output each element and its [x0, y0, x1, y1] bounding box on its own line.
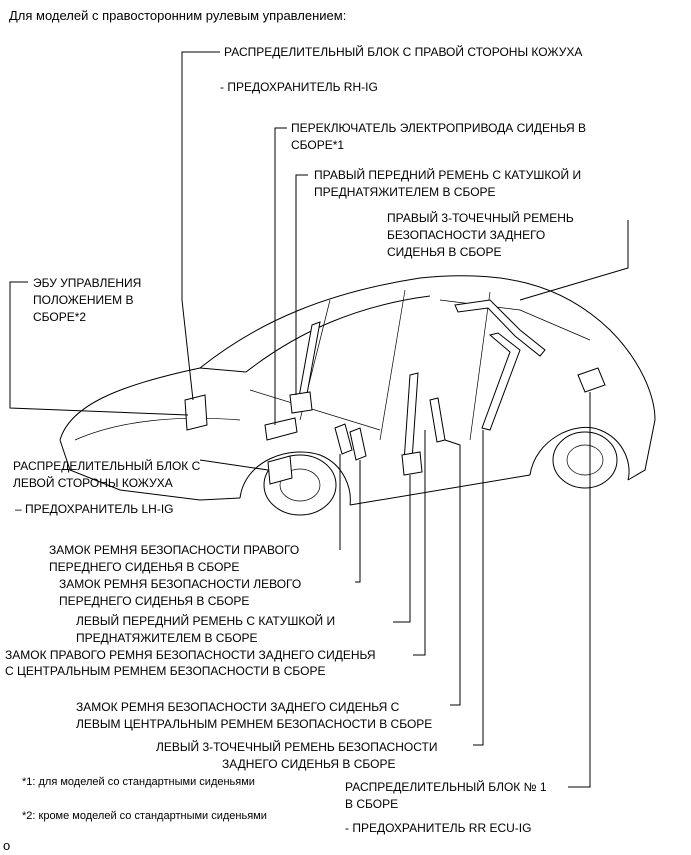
label-junction-lh-2: ЛЕВОЙ СТОРОНЫ КОЖУХА: [13, 476, 173, 490]
label-rear-buckle-lc-1: ЗАМОК РЕМНЯ БЕЗОПАСНОСТИ ЗАДНЕГО СИДЕНЬЯ…: [76, 700, 400, 714]
label-rr3-belt-3: СИДЕНЬЯ В СБОРЕ: [387, 245, 502, 259]
label-lr3-belt-1: ЛЕВЫЙ 3-ТОЧЕЧНЫЙ РЕМЕНЬ БЕЗОПАСНОСТИ: [156, 740, 438, 754]
junction-lh-part: [267, 455, 293, 485]
label-fuse-rh: - ПРЕДОХРАНИТЕЛЬ RH-IG: [220, 80, 378, 94]
label-seat-switch-2: СБОРЕ*1: [291, 138, 345, 152]
lr3-belt-part: [481, 332, 521, 431]
label-junction1-1: РАСПРЕДЕЛИТЕЛЬНЫЙ БЛОК № 1: [345, 780, 547, 794]
label-ecu-3: СБОРЕ*2: [33, 310, 87, 324]
footnote-2: *2: кроме моделей со стандартными сидень…: [22, 810, 267, 822]
ecu-part: [184, 394, 208, 431]
parts: [184, 299, 606, 485]
label-fuse-lh: – ПРЕДОХРАНИТЕЛЬ LH-IG: [15, 502, 174, 516]
rr3-belt-part: [454, 299, 546, 357]
footnote-1: *1: для моделей со стандартными сиденьям…: [22, 776, 255, 788]
rear-center-belt-part: [429, 397, 446, 443]
label-rr3-belt-2: БЕЗОПАСНОСТИ ЗАДНЕГО: [387, 228, 546, 242]
label-rr-buckle-center-2: С ЦЕНТРАЛЬНЫМ РЕМНЕМ БЕЗОПАСНОСТИ В СБОР…: [5, 664, 326, 678]
label-lf-belt-1: ЛЕВЫЙ ПЕРЕДНИЙ РЕМЕНЬ С КАТУШКОЙ И: [76, 614, 336, 628]
label-lf-buckle-2: ПЕРЕДНЕГО СИДЕНЬЯ В СБОРЕ: [59, 594, 250, 608]
label-rf-buckle-1: ЗАМОК РЕМНЯ БЕЗОПАСНОСТИ ПРАВОГО: [49, 543, 300, 557]
buckle-rf-part: [334, 423, 353, 455]
junction1-part: [577, 367, 606, 393]
junction-rh-part: [264, 417, 298, 441]
label-rf-belt-1: ПРАВЫЙ ПЕРЕДНИЙ РЕМЕНЬ С КАТУШКОЙ И: [314, 168, 582, 182]
buckle-lf-part: [349, 427, 367, 461]
label-rf-buckle-2: ПЕРЕДНЕГО СИДЕНЬЯ В СБОРЕ: [49, 560, 240, 574]
rf-retractor-part: [289, 391, 313, 414]
label-junction-lh-1: РАСПРЕДЕЛИТЕЛЬНЫЙ БЛОК С: [13, 459, 201, 473]
label-junction1-2: В СБОРЕ: [345, 797, 399, 811]
page-header: Для моделей с правосторонним рулевым упр…: [9, 8, 347, 23]
label-seat-switch-1: ПЕРЕКЛЮЧАТЕЛЬ ЭЛЕКТРОПРИВОДА СИДЕНЬЯ В: [291, 121, 587, 135]
lf-belt-part: [403, 372, 419, 463]
label-lf-buckle-1: ЗАМОК РЕМНЯ БЕЗОПАСНОСТИ ЛЕВОГО: [59, 577, 302, 591]
label-fuse-rr: - ПРЕДОХРАНИТЕЛЬ RR ECU-IG: [345, 821, 532, 835]
label-rr3-belt-1: ПРАВЫЙ 3-ТОЧЕЧНЫЙ РЕМЕНЬ: [387, 211, 574, 225]
label-rear-buckle-lc-2: ЛЕВЫМ ЦЕНТРАЛЬНЫМ РЕМНЕМ БЕЗОПАСНОСТИ В …: [76, 717, 433, 731]
figure-id: o: [3, 838, 11, 853]
label-rf-belt-2: ПРЕДНАТЯЖИТЕЛЕМ В СБОРЕ: [314, 185, 496, 199]
label-junction-rh: РАСПРЕДЕЛИТЕЛЬНЫЙ БЛОК С ПРАВОЙ СТОРОНЫ …: [224, 45, 583, 59]
label-lr3-belt-2: ЗАДНЕГО СИДЕНЬЯ В СБОРЕ: [222, 757, 396, 771]
leader-lines: [9, 51, 629, 788]
lf-retractor-part: [401, 451, 423, 476]
label-lf-belt-2: ПРЕДНАТЯЖИТЕЛЕМ В СБОРЕ: [76, 631, 258, 645]
label-ecu-2: ПОЛОЖЕНИЕМ В: [33, 293, 134, 307]
label-rr-buckle-center-1: ЗАМОК ПРАВОГО РЕМНЯ БЕЗОПАСНОСТИ ЗАДНЕГО…: [5, 648, 376, 662]
label-ecu-1: ЭБУ УПРАВЛЕНИЯ: [33, 276, 142, 290]
